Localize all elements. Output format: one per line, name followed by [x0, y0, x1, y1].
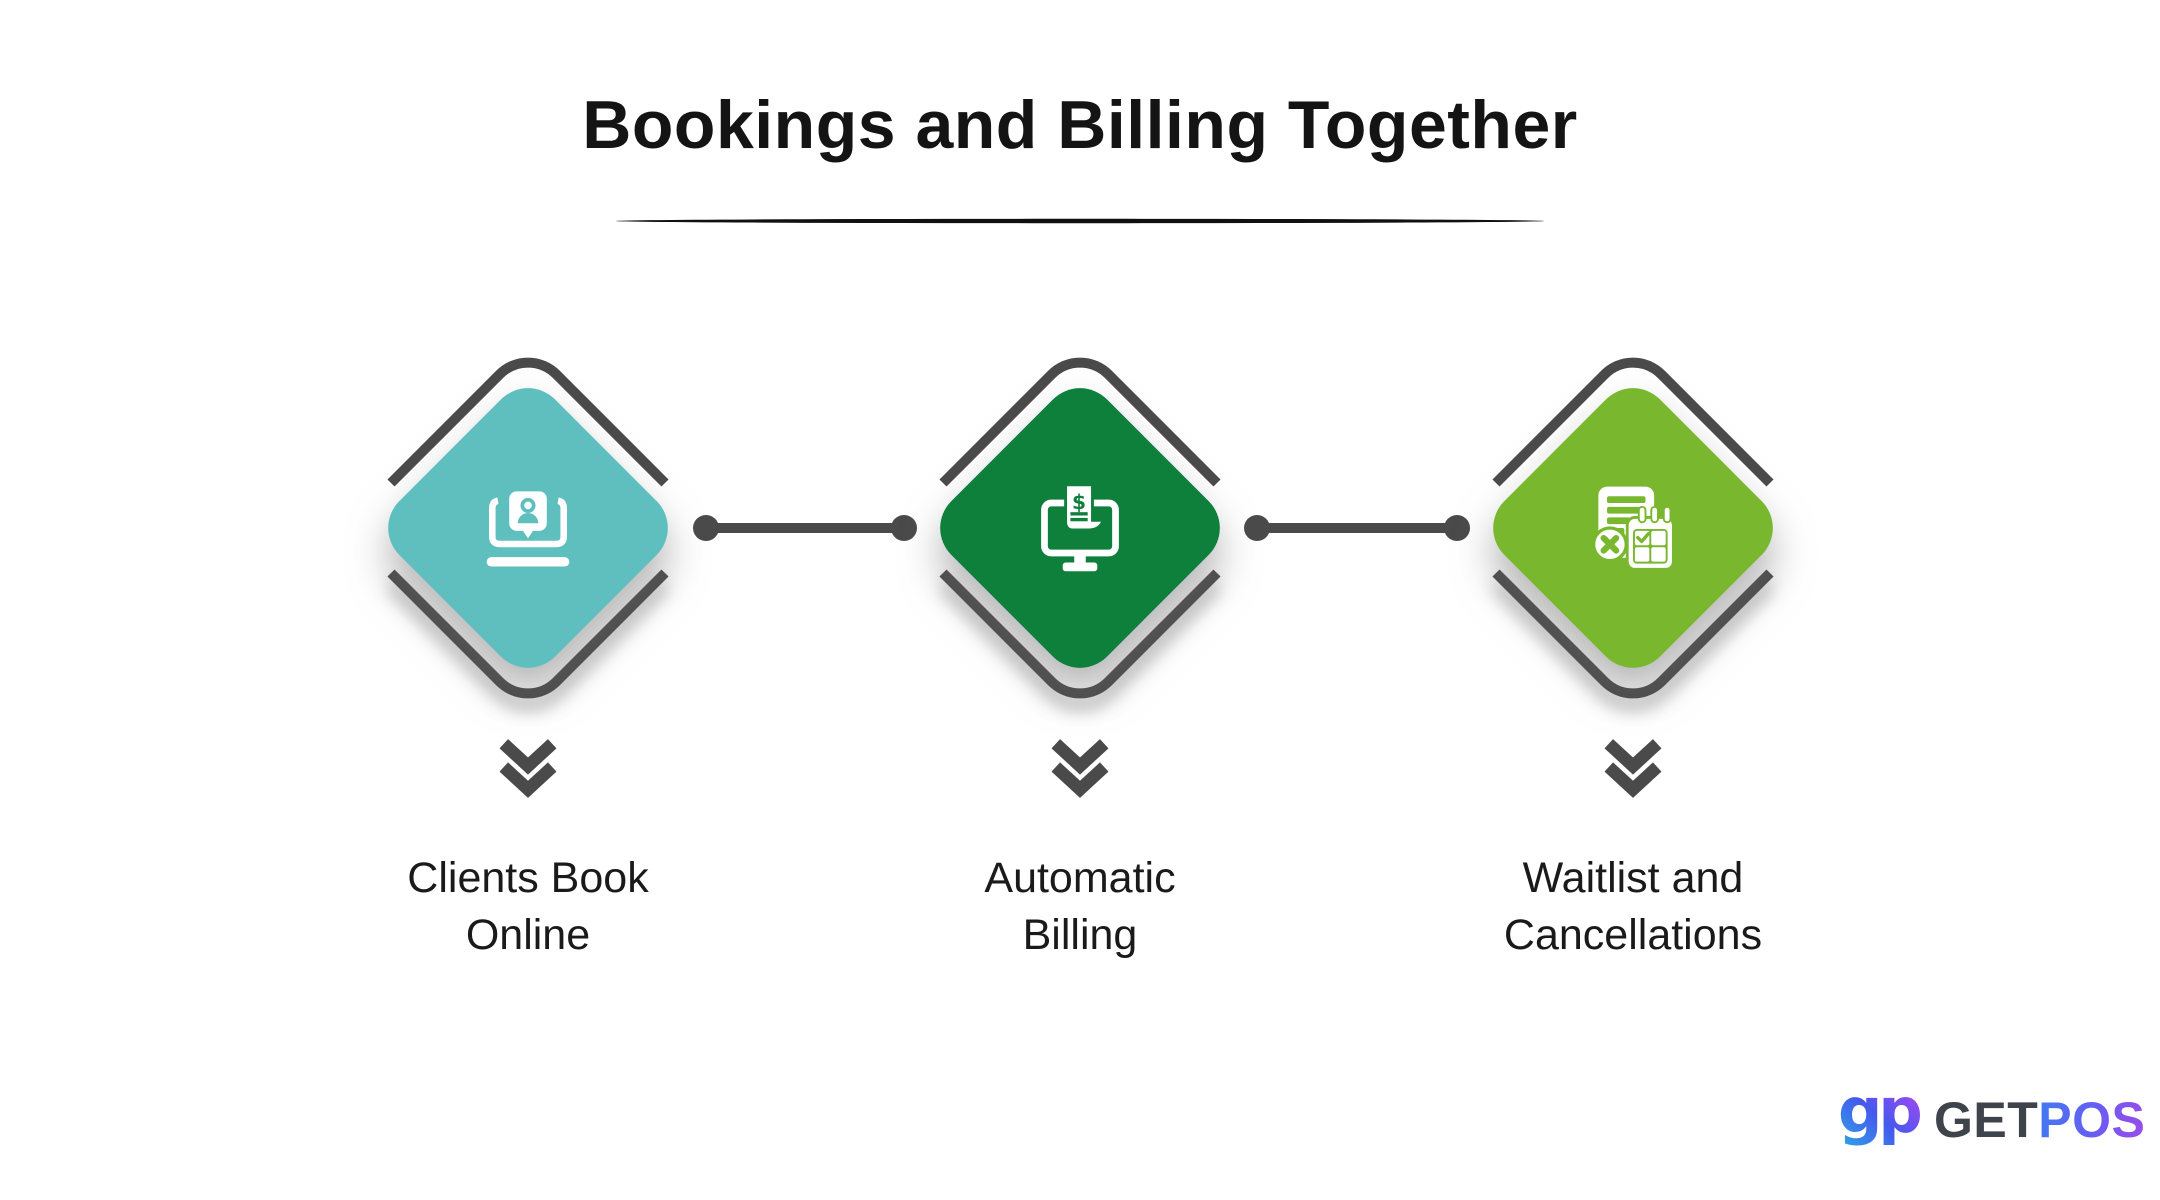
diamond-automatic-billing: $	[924, 372, 1236, 684]
connector-dot	[891, 515, 917, 541]
svg-text:gp: gp	[1838, 1080, 1920, 1147]
getpos-logo-mark-icon: gp	[1838, 1080, 1922, 1147]
page-title: Bookings and Billing Together	[582, 87, 1578, 163]
double-chevron-down-icon	[1051, 739, 1109, 798]
document-calendar-cancel-icon	[1591, 486, 1675, 571]
title-underline	[616, 218, 1544, 224]
diamond-outline	[1492, 357, 1774, 699]
step-label-waitlist-cancellations: Waitlist and Cancellations	[1503, 854, 1763, 959]
laptop-user-icon	[486, 491, 570, 567]
connector-dot	[1244, 515, 1270, 541]
step-label-automatic-billing: Automatic Billing	[984, 854, 1176, 959]
diamond-clients-book-online	[372, 372, 684, 684]
diamond-outline	[939, 357, 1221, 699]
svg-text:$: $	[1072, 490, 1086, 514]
logo-text-get: GET	[1934, 1092, 2039, 1148]
connector-line	[706, 523, 904, 533]
connector-line	[1257, 523, 1457, 533]
logo-text-pos: POS	[2038, 1092, 2146, 1148]
connector-dot	[693, 515, 719, 541]
connector-dot	[1444, 515, 1470, 541]
monitor-invoice-icon: $	[1041, 483, 1119, 572]
diamond-outline	[387, 357, 669, 699]
diamond-waitlist-cancellations	[1477, 372, 1789, 684]
double-chevron-down-icon	[499, 739, 557, 798]
double-chevron-down-icon	[1604, 739, 1662, 798]
step-label-clients-book-online: Clients Book Online	[407, 854, 649, 959]
